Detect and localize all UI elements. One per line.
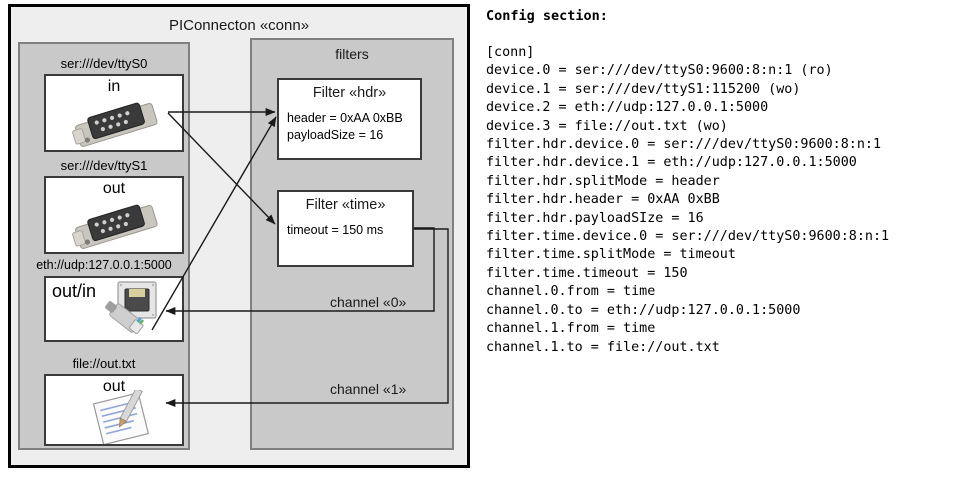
config-line: filter.hdr.splitMode = header — [486, 173, 720, 189]
device-eth-udp[interactable]: eth://udp:127.0.0.1:5000 out/in — [20, 258, 188, 350]
filter-time-box[interactable]: Filter «time» timeout = 150 ms — [277, 190, 414, 267]
device-label: eth://udp:127.0.0.1:5000 — [36, 258, 172, 272]
config-line: device.0 = ser:///dev/ttyS0:9600:8:n:1 (… — [486, 63, 833, 79]
device-file-out[interactable]: file://out.txt out — [28, 356, 184, 448]
config-line: device.2 = eth://udp:127.0.0.1:5000 — [486, 100, 769, 116]
config-line: filter.hdr.payloadSIze = 16 — [486, 210, 704, 226]
config-line: filter.hdr.device.1 = eth://udp:127.0.0.… — [486, 155, 857, 171]
device-card[interactable]: in — [44, 74, 184, 152]
config-section: Config section: [conn] device.0 = ser:///… — [482, 0, 964, 484]
device-direction: out/in — [52, 281, 97, 301]
edge-channel-1 — [165, 228, 449, 407]
config-lines: [conn] device.0 = ser:///dev/ttyS0:9600:8… — [486, 44, 889, 357]
filter-property: timeout = 150 ms — [287, 223, 384, 237]
device-card[interactable]: out — [44, 176, 184, 254]
filter-hdr-box[interactable]: Filter «hdr» header = 0xAA 0xBB payloadS… — [277, 78, 422, 160]
device-direction: out — [102, 180, 126, 197]
config-line: channel.0.from = time — [486, 284, 656, 300]
connection-diagram: PIConnecton «conn» filters ser:///dev/tt… — [0, 0, 478, 484]
config-line: filter.hdr.device.0 = ser:///dev/ttyS0:9… — [486, 137, 882, 153]
device-ser-ttys0[interactable]: ser:///dev/ttyS0 in — [28, 56, 184, 152]
config-line: channel.0.to = eth://udp:127.0.0.1:5000 — [486, 302, 801, 318]
filter-properties: header = 0xAA 0xBB payloadSize = 16 — [287, 110, 403, 144]
config-line: [conn] — [486, 45, 535, 60]
filter-property: header = 0xAA 0xBB — [287, 111, 403, 125]
config-line: filter.time.timeout = 150 — [486, 265, 688, 281]
config-line: filter.time.device.0 = ser:///dev/ttyS0:… — [486, 229, 890, 245]
filter-title: Filter «hdr» — [312, 85, 387, 101]
connector-layer — [151, 108, 449, 407]
device-direction: out — [102, 378, 126, 395]
edge-eth-to-hdr — [151, 116, 277, 331]
device-label: file://out.txt — [72, 356, 136, 371]
config-heading: Config section: — [486, 8, 608, 24]
device-label: ser:///dev/ttyS0 — [60, 56, 148, 71]
config-line: filter.hdr.header = 0xAA 0xBB — [486, 192, 720, 208]
device-label: ser:///dev/ttyS1 — [60, 158, 148, 173]
device-card[interactable]: out/in — [44, 276, 184, 342]
config-line: channel.1.to = file://out.txt — [486, 339, 720, 355]
filters-group-title: filters — [335, 46, 369, 62]
config-line: device.3 = file://out.txt (wo) — [486, 118, 728, 134]
edge-ttys0-to-time — [167, 112, 276, 225]
edge-channel-0 — [165, 227, 435, 315]
config-line: device.1 = ser:///dev/ttyS1:115200 (wo) — [486, 81, 801, 97]
filter-properties: timeout = 150 ms — [287, 222, 383, 239]
connection-title: PIConnecton «conn» — [168, 17, 310, 34]
channel-1-label: channel «1» — [330, 381, 407, 397]
channel-0-label: channel «0» — [330, 294, 407, 310]
filter-title: Filter «time» — [305, 197, 386, 213]
device-direction: in — [107, 78, 121, 95]
config-line: channel.1.from = time — [486, 321, 656, 337]
device-ser-ttys1[interactable]: ser:///dev/ttyS1 out — [28, 158, 184, 254]
filter-property: payloadSize = 16 — [287, 128, 384, 142]
config-line: filter.time.splitMode = timeout — [486, 247, 736, 263]
device-card[interactable]: out — [44, 374, 184, 446]
